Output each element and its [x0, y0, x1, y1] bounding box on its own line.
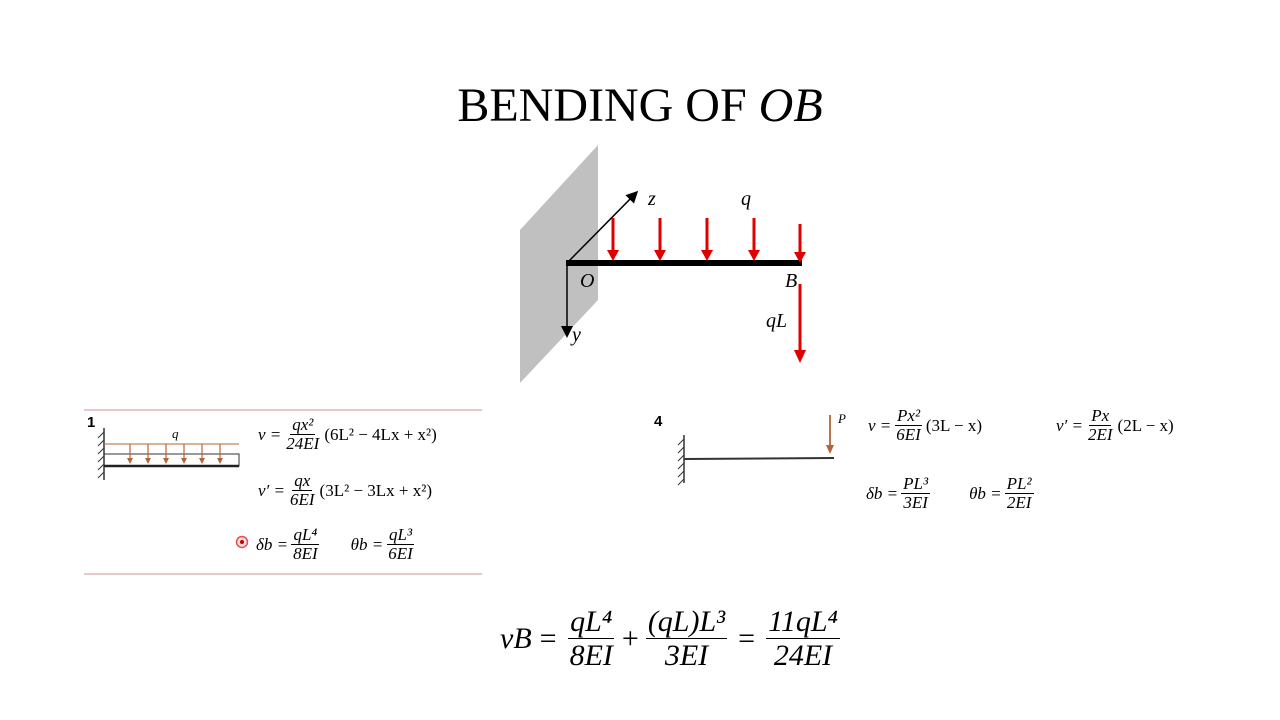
case-1-borders [84, 409, 482, 575]
label-q: q [741, 188, 751, 210]
case-1-load-label: q [172, 426, 179, 441]
case-1-beam-sketch: q [97, 426, 240, 480]
point-load-ql-arrow [794, 284, 806, 363]
label-ql: qL [766, 310, 787, 332]
case-4-number: 4 [654, 413, 663, 430]
page-title: BENDING OF OB [0, 78, 1280, 134]
label-y: y [570, 324, 581, 346]
label-b: B [785, 270, 797, 292]
label-z: z [647, 188, 656, 210]
label-o: O [580, 270, 594, 292]
fixed-wall [520, 145, 598, 383]
case-4-beam-sketch: P [677, 411, 846, 486]
cursor-pointer-icon [235, 535, 249, 549]
z-axis-arrow [567, 190, 639, 263]
case-4-load-label: P [837, 411, 846, 426]
case-1-number: 1 [87, 414, 96, 431]
title-subject: OB [758, 79, 823, 132]
distributed-load-arrows [607, 218, 806, 263]
title-prefix: BENDING OF [457, 79, 759, 132]
result-lhs: vB [500, 621, 532, 655]
